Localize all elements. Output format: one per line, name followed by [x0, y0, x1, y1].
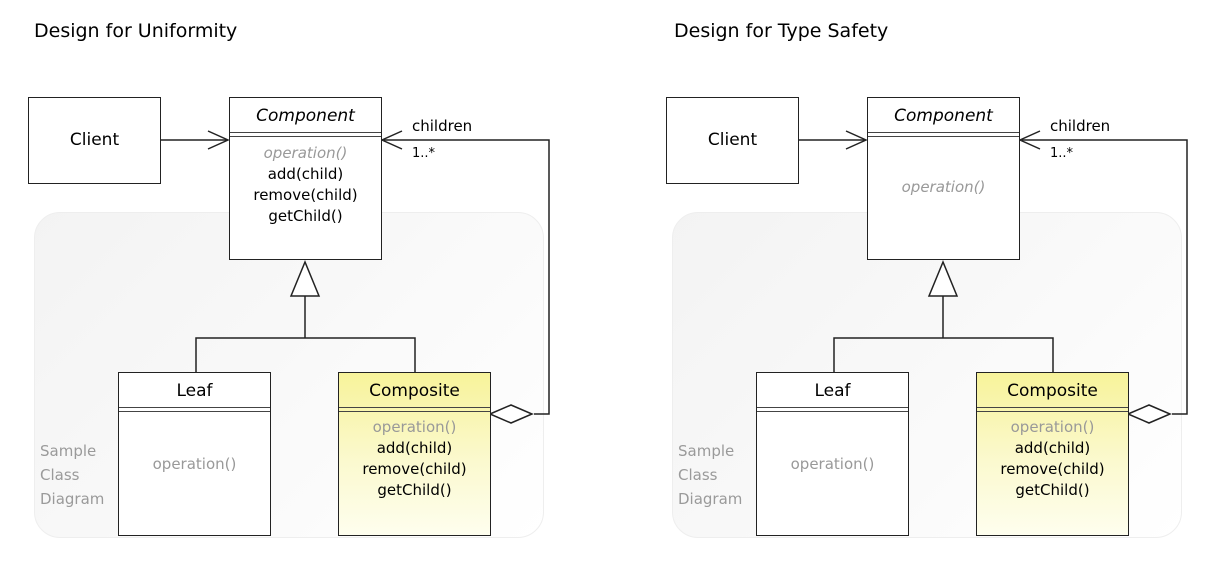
compartment-divider	[977, 407, 1128, 412]
component-class[interactable]: Component operation()	[867, 97, 1020, 260]
association-multiplicity: 1..*	[1050, 146, 1074, 161]
operation: getChild()	[377, 481, 452, 499]
watermark-line: Diagram	[40, 490, 105, 508]
association-role: children	[1050, 117, 1111, 135]
leaf-class[interactable]: Leaf operation()	[118, 372, 271, 536]
operation: getChild()	[268, 207, 343, 225]
class-name: Component	[256, 106, 355, 126]
operation: operation()	[263, 144, 348, 162]
class-name: Component	[894, 106, 993, 126]
compartment-divider	[868, 132, 1019, 137]
operation: remove(child)	[253, 186, 358, 204]
client-class[interactable]: Client	[28, 97, 161, 184]
composite-class[interactable]: Composite operation() add(child) remove(…	[976, 372, 1129, 536]
diagram-edges	[799, 130, 1188, 424]
operation: add(child)	[1014, 439, 1091, 457]
composite-class[interactable]: Composite operation() add(child) remove(…	[338, 372, 491, 536]
compartment-divider	[119, 407, 270, 412]
operation: operation()	[1010, 418, 1095, 436]
class-name: Composite	[369, 381, 460, 401]
class-name: Client	[69, 130, 120, 150]
compartment-divider	[230, 132, 381, 137]
watermark-line: Class	[678, 466, 718, 484]
client-class[interactable]: Client	[666, 97, 799, 184]
class-name: Leaf	[814, 381, 851, 401]
class-name: Client	[707, 130, 758, 150]
association-role: children	[412, 117, 473, 135]
component-class[interactable]: Component operation() add(child) remove(…	[229, 97, 382, 260]
watermark-line: Diagram	[678, 490, 743, 508]
association-multiplicity: 1..*	[412, 146, 436, 161]
panel-uniformity: Design for Uniformity Sample Class Diagr…	[28, 20, 550, 538]
compartment-divider	[339, 407, 490, 412]
diagram-edges	[161, 130, 550, 424]
class-name: Leaf	[176, 381, 213, 401]
operation: add(child)	[376, 439, 453, 457]
operation: remove(child)	[1000, 460, 1105, 478]
operation: remove(child)	[362, 460, 467, 478]
operation: operation()	[901, 178, 986, 196]
operation: operation()	[790, 455, 875, 473]
watermark-line: Class	[40, 466, 80, 484]
operation: getChild()	[1015, 481, 1090, 499]
watermark-line: Sample	[40, 442, 97, 460]
class-name: Composite	[1007, 381, 1098, 401]
compartment-divider	[757, 407, 908, 412]
panel-type-safety: Design for Type Safety Sample Class Diag…	[638, 0, 1218, 580]
diagram-title: Design for Type Safety	[674, 20, 889, 42]
leaf-class[interactable]: Leaf operation()	[756, 372, 909, 536]
watermark-line: Sample	[678, 442, 735, 460]
operation: operation()	[152, 455, 237, 473]
operation: operation()	[372, 418, 457, 436]
operation: add(child)	[267, 165, 344, 183]
diagram-title: Design for Uniformity	[34, 20, 238, 42]
